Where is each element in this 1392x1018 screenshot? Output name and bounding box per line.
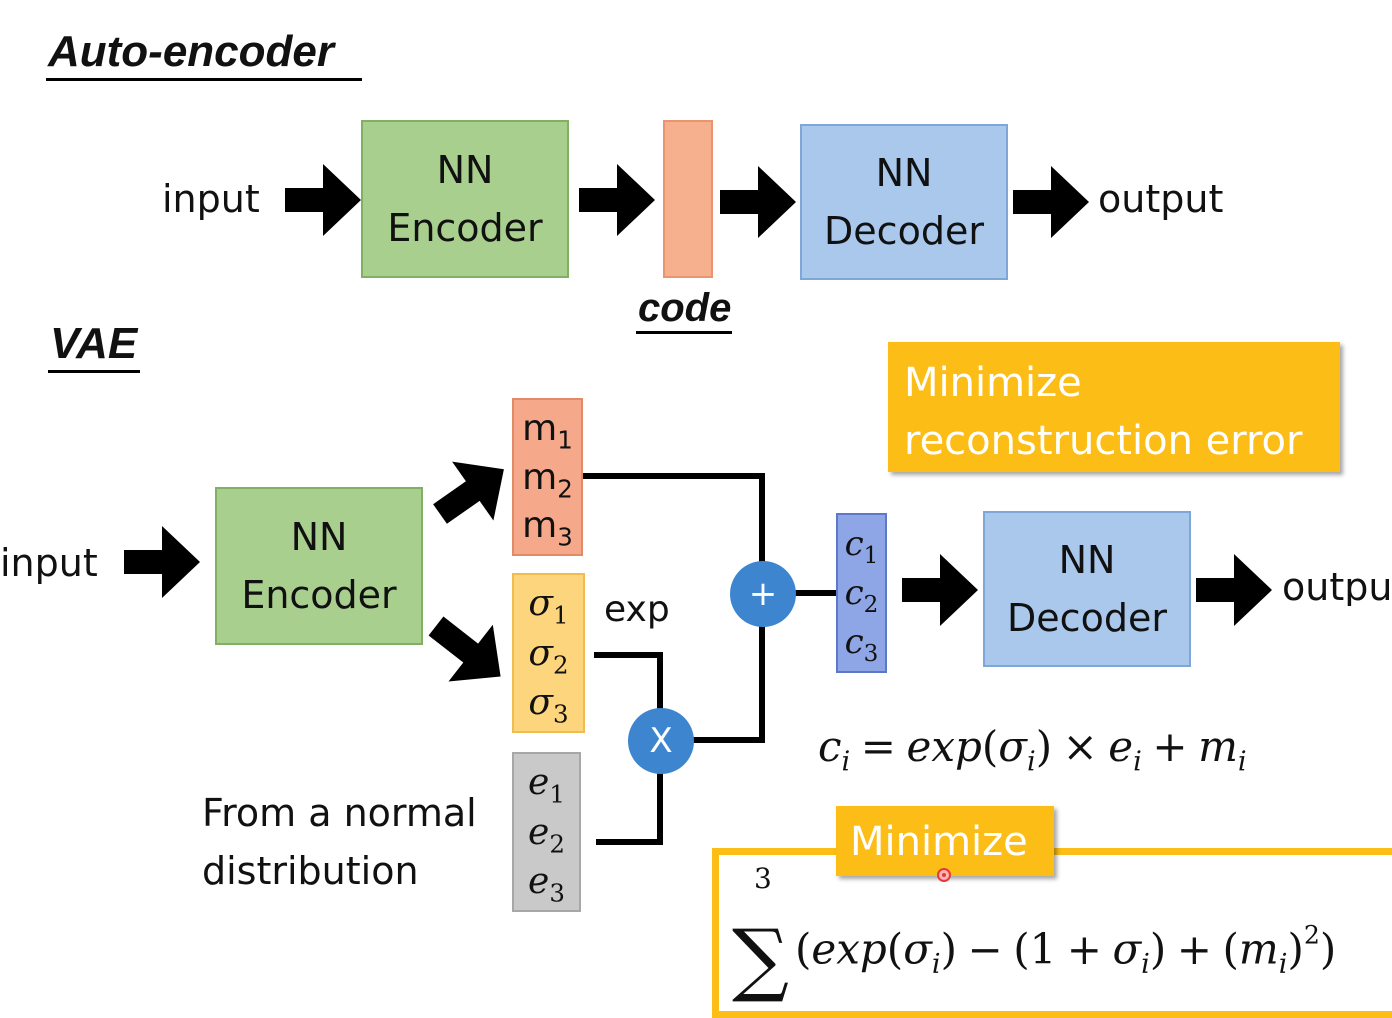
vae-output-label: outpu bbox=[1282, 568, 1392, 606]
ae-input-label: input bbox=[162, 177, 260, 221]
ae-encoder-line1: NN bbox=[436, 148, 494, 192]
plus-operator: + bbox=[730, 561, 796, 627]
e-1: e1 bbox=[528, 762, 565, 809]
vae-decoder-to-output-arrow bbox=[1196, 554, 1272, 626]
normal-distribution-label: From a normal distribution bbox=[202, 784, 477, 900]
m-to-plus-line bbox=[583, 473, 765, 562]
vae-title-underline bbox=[48, 370, 140, 373]
autoencoder-title: Auto-encoder bbox=[48, 27, 334, 76]
sigma-3: σ3 bbox=[528, 681, 569, 729]
vae-title: VAE bbox=[50, 319, 138, 368]
ae-decoder-to-output-arrow bbox=[1013, 166, 1089, 238]
reparameterization-formula: ci=exp(σi)×ei+mi bbox=[818, 722, 1247, 778]
callout-recon-line1: Minimize bbox=[904, 360, 1082, 406]
kl-sum-upper: 3 bbox=[754, 862, 772, 895]
times-to-plus-line bbox=[692, 624, 765, 743]
ae-nn-decoder: NN Decoder bbox=[800, 124, 1008, 280]
c-3: c3 bbox=[844, 622, 879, 668]
ae-code-underline bbox=[636, 331, 732, 334]
m-vector: m1 m2 m3 bbox=[512, 398, 583, 556]
encoder-to-sigma-arrow bbox=[428, 616, 501, 682]
e-to-times-line bbox=[596, 772, 663, 845]
ae-decoder-line2: Decoder bbox=[824, 209, 984, 253]
vae-decoder-line2: Decoder bbox=[1007, 596, 1167, 640]
e-vector: e1 e2 e3 bbox=[512, 752, 581, 912]
m-3: m3 bbox=[522, 505, 573, 552]
ae-output-label: output bbox=[1098, 177, 1224, 221]
vae-input-arrow bbox=[124, 526, 200, 598]
vae-decoder-line1: NN bbox=[1058, 538, 1116, 582]
c-to-decoder-arrow bbox=[902, 554, 978, 626]
vae-encoder-line2: Encoder bbox=[241, 573, 397, 617]
m-2: m2 bbox=[522, 456, 573, 504]
normal-line2: distribution bbox=[202, 849, 419, 893]
ae-nn-encoder: NN Encoder bbox=[361, 120, 569, 278]
m-1: m1 bbox=[522, 407, 573, 455]
c-2: c2 bbox=[844, 573, 879, 619]
c-1: c1 bbox=[844, 524, 879, 570]
ae-code-bar bbox=[663, 120, 713, 278]
ae-code-label: code bbox=[638, 286, 732, 330]
callout-recon-line2: reconstruction error bbox=[904, 418, 1303, 464]
ae-encoder-line2: Encoder bbox=[387, 206, 543, 250]
cursor-dot-icon bbox=[937, 868, 951, 882]
kl-minimize-callout: Minimize bbox=[836, 806, 1054, 876]
sigma-1: σ1 bbox=[528, 583, 569, 630]
reconstruction-error-callout: Minimize reconstruction error bbox=[888, 342, 1340, 472]
vae-encoder-line1: NN bbox=[290, 515, 348, 559]
vae-nn-encoder: NN Encoder bbox=[215, 487, 423, 645]
e-3: e3 bbox=[528, 860, 565, 908]
ae-encoder-to-code-arrow bbox=[579, 164, 655, 236]
sigma-to-times-line bbox=[594, 652, 663, 710]
autoencoder-title-underline bbox=[46, 78, 362, 81]
callout-kl-label: Minimize bbox=[850, 819, 1028, 865]
c-vector: c1 c2 c3 bbox=[836, 513, 887, 673]
encoder-to-m-arrow bbox=[433, 461, 504, 524]
sigma-2: σ2 bbox=[528, 632, 569, 680]
vae-nn-decoder: NN Decoder bbox=[983, 511, 1191, 667]
e-2: e2 bbox=[528, 811, 565, 859]
ae-decoder-line1: NN bbox=[875, 151, 933, 195]
ae-input-arrow bbox=[285, 164, 361, 236]
vae-input-label: input bbox=[0, 541, 98, 585]
ae-code-to-decoder-arrow bbox=[720, 166, 796, 238]
kl-loss-expression: ∑(exp(σi)−(1+σi)+(mi)2) bbox=[732, 912, 1337, 1005]
exp-label: exp bbox=[604, 589, 670, 630]
sigma-vector: σ1 σ2 σ3 bbox=[512, 573, 585, 733]
normal-line1: From a normal bbox=[202, 791, 477, 835]
times-operator: X bbox=[628, 708, 694, 774]
